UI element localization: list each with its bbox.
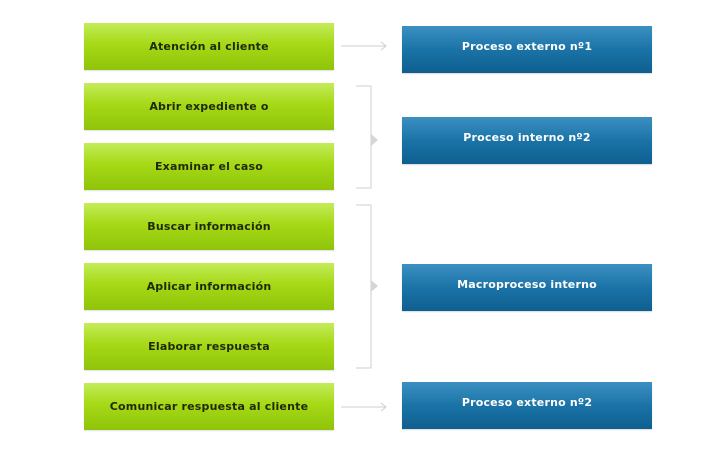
step-abrir-expediente: Abrir expediente o [84, 83, 334, 130]
step-label: Aplicar información [146, 280, 272, 293]
step-examinar-el-caso: Examinar el caso [84, 143, 334, 190]
process-externo-1: Proceso externo nº1 [402, 26, 652, 73]
step-label: Elaborar respuesta [148, 340, 270, 353]
process-label: Proceso externo nº2 [461, 396, 593, 409]
connector-bracket-2 [356, 204, 378, 369]
step-label: Comunicar respuesta al cliente [109, 400, 309, 413]
step-buscar-informacion: Buscar información [84, 203, 334, 250]
process-interno-2: Proceso interno nº2 [402, 117, 652, 164]
step-comunicar-respuesta: Comunicar respuesta al cliente [84, 383, 334, 430]
step-atencion-al-cliente: Atención al cliente [84, 23, 334, 70]
process-label: Proceso interno nº2 [463, 131, 591, 144]
connector-arrow-2 [341, 402, 387, 412]
step-label: Examinar el caso [154, 160, 264, 173]
process-macroproceso-interno: Macroproceso interno [402, 264, 652, 311]
step-label: Buscar información [147, 220, 271, 233]
connector-arrow-1 [341, 41, 387, 51]
step-label: Atención al cliente [149, 40, 269, 53]
step-label: Abrir expediente o [149, 100, 269, 113]
process-label: Proceso externo nº1 [461, 40, 593, 53]
step-aplicar-informacion: Aplicar información [84, 263, 334, 310]
process-externo-2: Proceso externo nº2 [402, 382, 652, 429]
connector-bracket-1 [356, 85, 378, 189]
step-elaborar-respuesta: Elaborar respuesta [84, 323, 334, 370]
process-label: Macroproceso interno [457, 278, 597, 291]
